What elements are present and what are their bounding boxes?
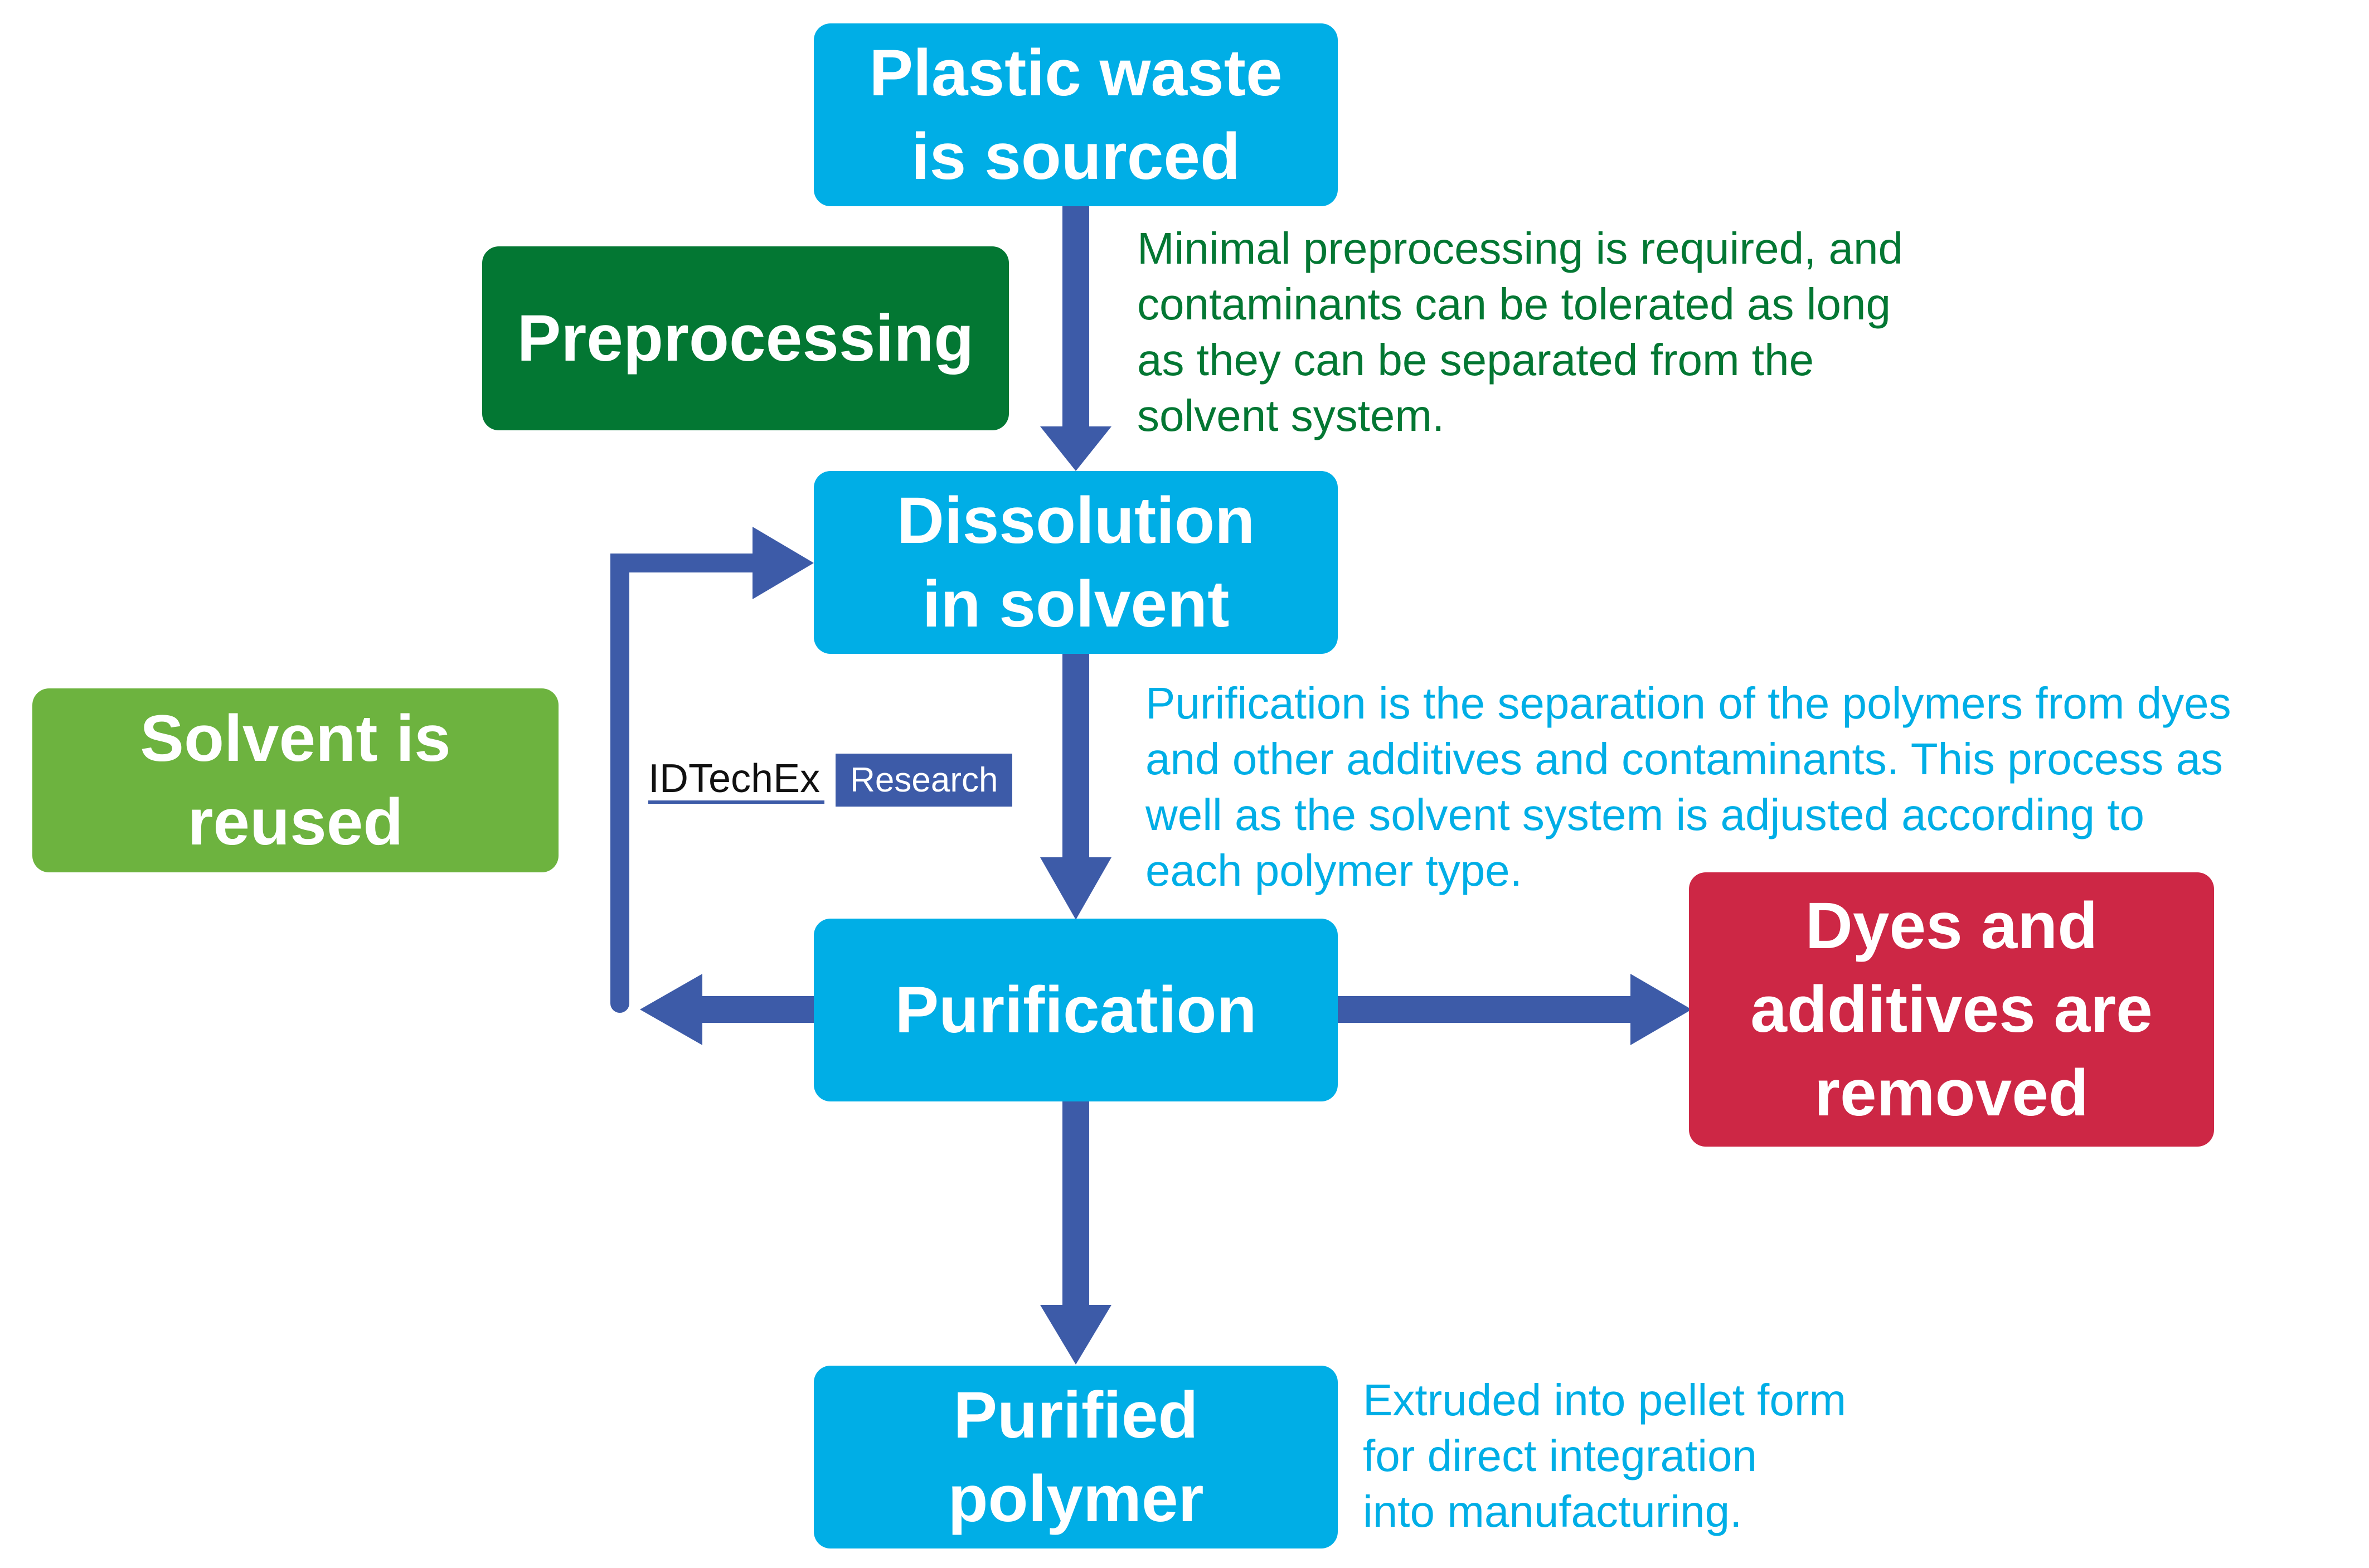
solvent-recycle-loop (610, 554, 765, 1013)
node-purified-polymer: Purified polymer (814, 1366, 1338, 1548)
node-dissolution: Dissolution in solvent (814, 471, 1338, 654)
arrow-dissolution-to-purification-head (1040, 857, 1111, 920)
node-preprocessing: Preprocessing (482, 246, 1009, 430)
arrow-waste-to-dissolution-shaft (1062, 206, 1089, 429)
arrow-purification-to-polymer-head (1040, 1305, 1111, 1365)
arrow-purification-to-polymer-shaft (1062, 1101, 1089, 1308)
preprocessing-note: Minimal preprocessing is required, and c… (1137, 224, 1903, 440)
node-purification: Purification (814, 919, 1338, 1101)
node-dyes-removed: Dyes and additives are removed (1689, 872, 2214, 1147)
solvent-recycle-loop-head (753, 527, 814, 599)
purification-note: Purification is the separation of the po… (1145, 678, 2231, 895)
logo-research-tag: Research (836, 754, 1013, 807)
arrow-purification-to-dyes-head (1630, 974, 1692, 1045)
arrow-waste-to-dissolution-head (1040, 426, 1111, 471)
node-solvent-reused: Solvent is reused (32, 688, 559, 872)
arrow-dissolution-to-purification-shaft (1062, 654, 1089, 860)
node-plastic-waste: Plastic waste is sourced (814, 23, 1338, 206)
idtechex-logo: IDTechEx Research (648, 754, 1013, 807)
arrow-purification-to-loop-shaft (700, 996, 817, 1023)
arrow-purification-to-dyes-shaft (1338, 996, 1633, 1023)
arrow-purification-to-loop-head (640, 974, 702, 1045)
polymer-note: Extruded into pellet form for direct int… (1363, 1375, 1847, 1536)
logo-wordmark: IDTechEx (648, 757, 825, 804)
